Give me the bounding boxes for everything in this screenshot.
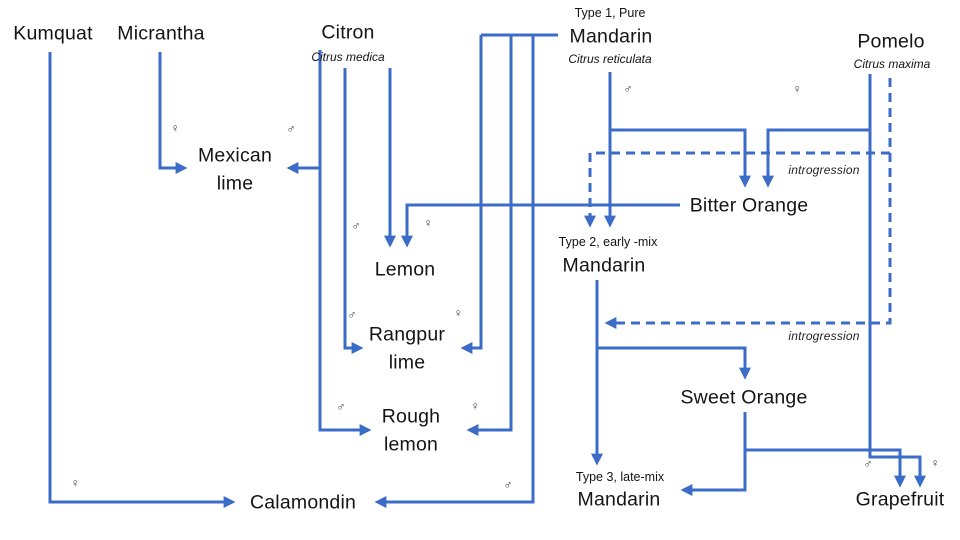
female-icon: ♀ bbox=[792, 82, 802, 96]
node-citron-species: Citrus medica bbox=[311, 50, 385, 64]
edge-kumquat-calamondin bbox=[48, 52, 236, 508]
node-calamondin: Calamondin bbox=[249, 491, 357, 514]
annotation-introgression-upper: introgression bbox=[788, 163, 860, 177]
male-icon: ♂ bbox=[286, 122, 296, 136]
male-icon: ♂ bbox=[347, 308, 357, 322]
node-grapefruit: Grapefruit bbox=[855, 488, 945, 511]
edge-mandarin-calamondin bbox=[374, 35, 535, 508]
edge-sweet-orange-type3 bbox=[680, 412, 747, 496]
female-icon: ♀ bbox=[170, 121, 180, 135]
edge-mandarin-rangpur-lime bbox=[460, 35, 483, 354]
edge-micrantha-mexican-lime bbox=[158, 52, 188, 174]
node-mandarin3: Mandarin bbox=[577, 488, 661, 511]
edge-pomelo-bitter-orange bbox=[762, 74, 872, 188]
node-sweet-orange: Sweet Orange bbox=[680, 386, 808, 409]
edge-pomelo-grapefruit bbox=[868, 130, 926, 488]
node-mandarin1-species: Citrus reticulata bbox=[568, 52, 652, 66]
node-pomelo-species: Citrus maxima bbox=[853, 57, 931, 71]
female-icon: ♀ bbox=[423, 216, 433, 230]
female-icon: ♀ bbox=[453, 306, 463, 320]
node-mandarin2: Mandarin bbox=[562, 254, 646, 277]
node-lemon: Lemon bbox=[374, 258, 436, 281]
edge-citron-rangpur-lime bbox=[343, 68, 364, 354]
edge-type2-sweet-orange bbox=[597, 346, 751, 380]
edge-introgression-upper bbox=[584, 78, 892, 228]
node-mandarin1: Mandarin bbox=[569, 25, 653, 48]
annotation-introgression-lower: introgression bbox=[788, 329, 860, 343]
node-micrantha: Micrantha bbox=[117, 22, 205, 45]
node-kumquat: Kumquat bbox=[13, 22, 93, 45]
node-rangpur-lime: Rangpur lime bbox=[368, 323, 446, 373]
node-mandarin2-type: Type 2, early -mix bbox=[558, 235, 658, 249]
edge-introgression-lower bbox=[604, 153, 892, 329]
node-mandarin1-type: Type 1, Pure bbox=[574, 6, 646, 20]
edge-mandarin-bitter-orange bbox=[610, 128, 751, 188]
male-icon: ♂ bbox=[503, 478, 513, 492]
male-icon: ♂ bbox=[351, 219, 361, 233]
female-icon: ♀ bbox=[470, 399, 480, 413]
edge-mandarin-rough-lemon bbox=[466, 35, 513, 436]
node-pomelo: Pomelo bbox=[857, 30, 925, 53]
female-icon: ♀ bbox=[70, 476, 80, 490]
male-icon: ♂ bbox=[336, 400, 346, 414]
edge-sweet-orange-grapefruit bbox=[745, 448, 906, 488]
male-icon: ♂ bbox=[623, 82, 633, 96]
node-mandarin3-type: Type 3, late-mix bbox=[575, 470, 665, 484]
female-icon: ♀ bbox=[930, 456, 940, 470]
male-icon: ♂ bbox=[863, 457, 873, 471]
node-bitter-orange: Bitter Orange bbox=[689, 194, 809, 217]
edge-citron-rough-lemon bbox=[318, 50, 372, 436]
node-mexican-lime: Mexican lime bbox=[197, 144, 272, 194]
node-rough-lemon: Rough lemon bbox=[381, 405, 441, 455]
node-citron: Citron bbox=[321, 21, 375, 44]
